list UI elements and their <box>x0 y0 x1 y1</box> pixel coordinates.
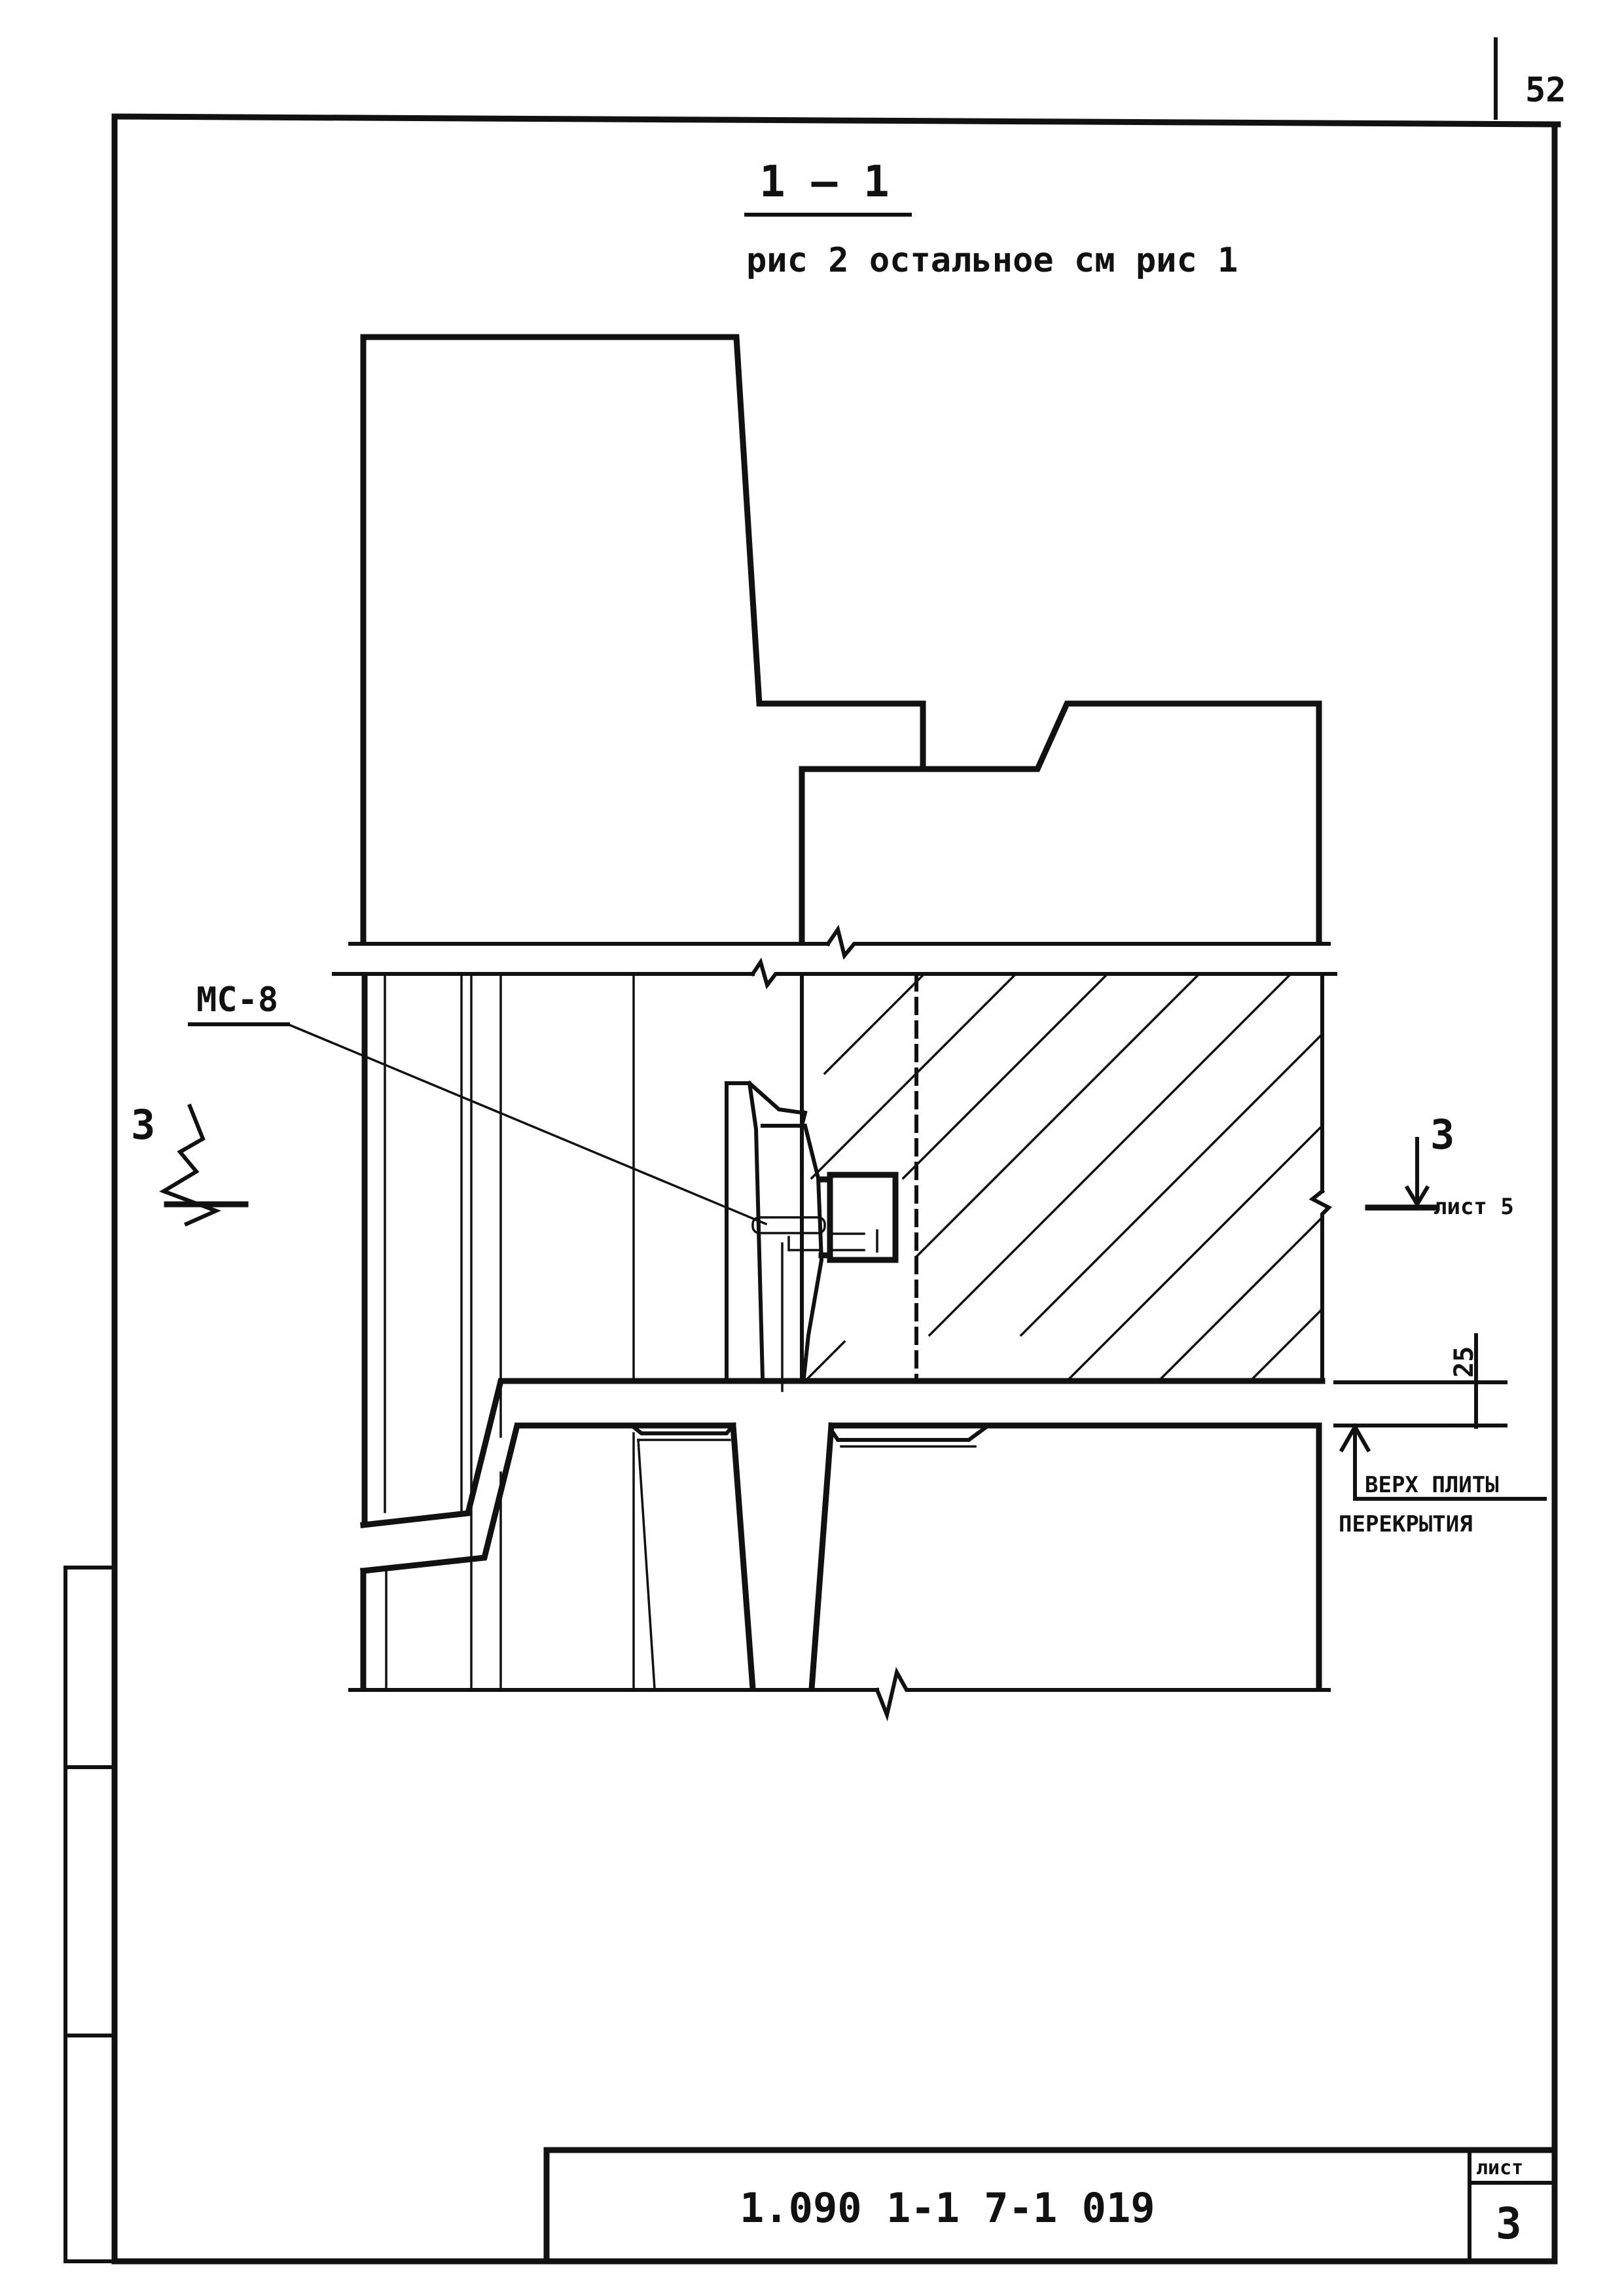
dimension-value: 25 <box>1449 1346 1479 1378</box>
slab-top-label-2: ПЕРЕКРЫТИЯ <box>1339 1511 1473 1537</box>
lower-break-line <box>348 1666 1331 1722</box>
document-designation: 1.090 1-1 7-1 019 <box>740 2184 1155 2232</box>
slab-top-label-1: ВЕРХ ПЛИТЫ <box>1365 1472 1499 1498</box>
upper-break-line <box>332 924 1337 990</box>
hatched-slab <box>804 973 1333 1381</box>
part-mark-callout: МС-8 <box>188 980 768 1226</box>
slab-top-marker: ВЕРХ ПЛИТЫ ПЕРЕКРЫТИЯ <box>1339 1422 1547 1537</box>
section-marker-right: 3 лист 5 <box>1365 1111 1514 1220</box>
dimension-25: 25 <box>1449 1333 1500 1429</box>
page-number: 52 <box>1525 71 1566 110</box>
section-subtitle: рис 2 остальное см рис 1 <box>746 241 1238 280</box>
binding-strip <box>63 1566 117 2263</box>
anchor-bolt <box>751 1216 826 1234</box>
section-marker-left-number: 3 <box>131 1101 155 1149</box>
sheet-number: 3 <box>1496 2198 1522 2249</box>
sheet-label: лист <box>1476 2157 1523 2179</box>
lower-wall-panel <box>628 1422 992 1692</box>
page-number-box: 52 <box>1494 37 1566 120</box>
section-title: 1 – 1 <box>759 156 890 207</box>
section-sheet-ref: лист 5 <box>1434 1194 1514 1220</box>
upper-wall-panel <box>360 334 1322 946</box>
part-mark-label: МС-8 <box>196 980 278 1020</box>
section-arrow-left <box>159 1103 221 1227</box>
embedded-plate <box>827 1172 899 1263</box>
title-block: 1.090 1-1 7-1 019 лист 3 <box>543 2147 1558 2265</box>
section-marker-right-number: 3 <box>1430 1111 1454 1158</box>
sheet-frame <box>111 113 1561 2265</box>
section-heading: 1 – 1 рис 2 остальное см рис 1 <box>744 156 1238 280</box>
section-marker-left: 3 <box>131 1101 249 1227</box>
floor-slab-joint <box>360 1378 1507 1692</box>
anchor-connector <box>725 1080 899 1392</box>
